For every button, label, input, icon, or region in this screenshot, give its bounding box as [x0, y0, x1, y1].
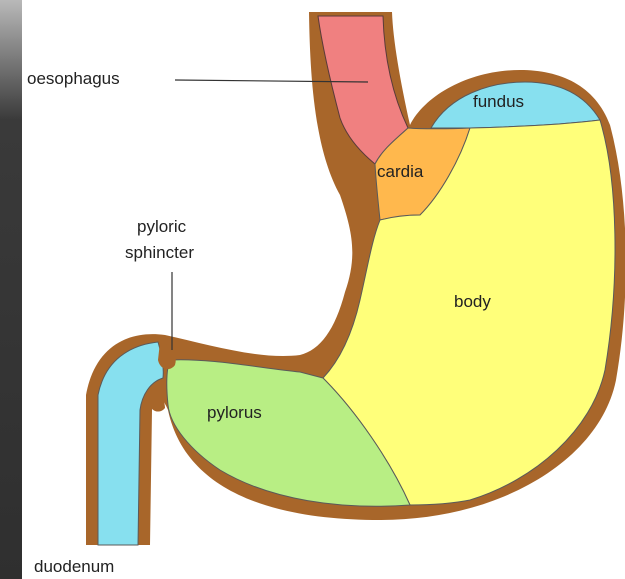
pyloric-label-line2: sphincter	[125, 243, 194, 262]
oesophagus-label: oesophagus	[27, 69, 120, 88]
diagram-panel: oesophagus fundus cardia pyloric sphinct…	[22, 0, 625, 579]
pylorus-label: pylorus	[207, 403, 262, 422]
duodenum-label: duodenum	[34, 557, 114, 576]
duodenum-region	[98, 342, 163, 545]
fundus-label: fundus	[473, 92, 524, 111]
pyloric-label-line1: pyloric	[137, 217, 187, 236]
stomach-diagram: oesophagus fundus cardia pyloric sphinct…	[22, 0, 625, 579]
cardia-label: cardia	[377, 162, 424, 181]
body-label: body	[454, 292, 491, 311]
